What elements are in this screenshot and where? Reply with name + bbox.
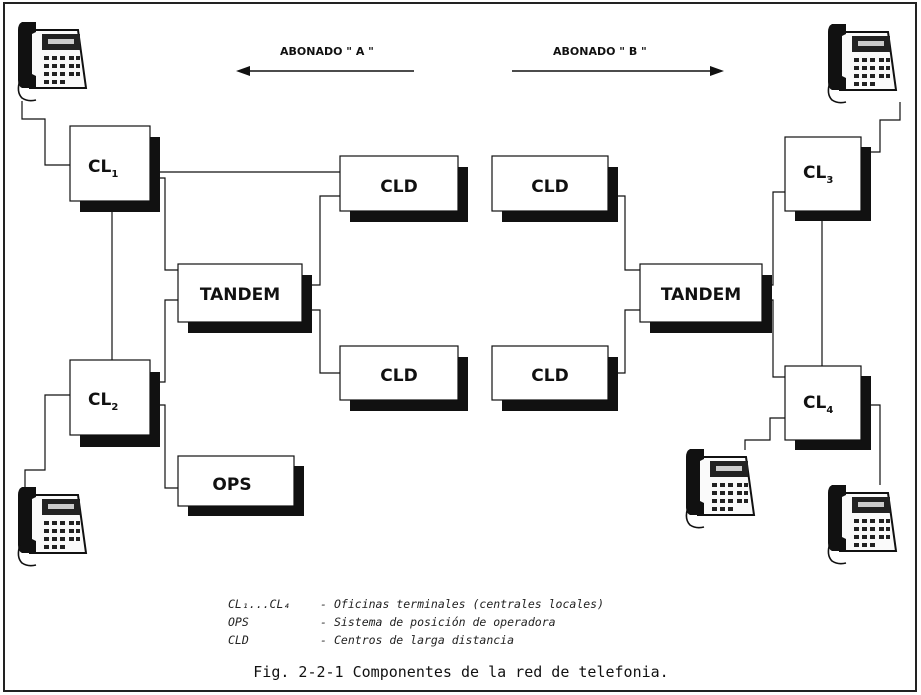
node-cl4: CL4 — [785, 366, 871, 450]
svg-text:CLD: CLD — [380, 366, 417, 386]
svg-text:TANDEM: TANDEM — [200, 285, 280, 305]
node-tandem-left: TANDEM — [178, 264, 312, 333]
telephone-icon-bottom-right — [828, 485, 896, 564]
legend-term-cld: CLD — [228, 633, 249, 647]
telephone-icon-top-right — [828, 24, 896, 103]
legend-sep-ops: - — [320, 615, 327, 629]
telephone-icon-bottom-left — [18, 487, 86, 566]
svg-text:CLD: CLD — [380, 177, 417, 197]
cl4-subscript: 4 — [826, 405, 833, 416]
telephone-icon-top-left — [18, 22, 86, 101]
telephone-icon-bottom-center-right — [686, 449, 754, 528]
node-cld-right-top: CLD — [492, 156, 618, 222]
node-cl3: CL3 — [785, 137, 871, 221]
legend-sep-cld: - — [320, 633, 327, 647]
node-cld-left-top: CLD — [340, 156, 468, 222]
legend-term-ops: OPS — [228, 615, 249, 629]
cl3-label: CL — [803, 163, 826, 183]
legend-def-cl: Oficinas terminales (centrales locales) — [334, 597, 604, 611]
legend-def-cld: Centros de larga distancia — [334, 633, 514, 647]
legend-def-ops: Sistema de posición de operadora — [334, 615, 556, 629]
cl1-subscript: 1 — [111, 169, 118, 180]
cl3-subscript: 3 — [826, 175, 833, 186]
figure-caption: Fig. 2-2-1 Componentes de la red de tele… — [253, 663, 668, 681]
node-cld-left-bottom: CLD — [340, 346, 468, 411]
svg-text:TANDEM: TANDEM — [661, 285, 741, 305]
figure-border — [4, 3, 916, 691]
node-cl2: CL2 — [70, 360, 160, 447]
node-ops: OPS — [178, 456, 304, 516]
cl2-subscript: 2 — [111, 402, 118, 413]
arrow-left-icon — [236, 66, 414, 76]
direction-label-b: ABONADO " B " — [553, 45, 647, 58]
node-tandem-right: TANDEM — [640, 264, 772, 333]
node-cl1: CL1 — [70, 126, 160, 212]
cl2-label: CL — [88, 390, 111, 410]
node-cld-right-bottom: CLD — [492, 346, 618, 411]
svg-text:OPS: OPS — [212, 475, 251, 495]
legend: CL₁...CL₄ - Oficinas terminales (central… — [228, 597, 604, 647]
cl1-label: CL — [88, 157, 111, 177]
svg-text:CLD: CLD — [531, 366, 568, 386]
direction-label-a: ABONADO " A " — [280, 45, 374, 58]
cl4-label: CL — [803, 393, 826, 413]
legend-term-cl: CL₁...CL₄ — [228, 597, 290, 611]
arrow-right-icon — [512, 66, 724, 76]
svg-text:CLD: CLD — [531, 177, 568, 197]
legend-sep-cl: - — [320, 597, 327, 611]
